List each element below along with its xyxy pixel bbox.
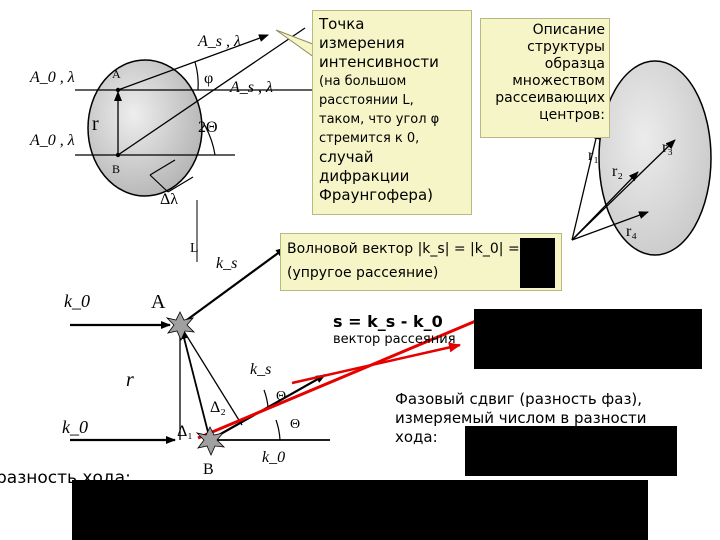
label-point-a-bottom: A xyxy=(151,291,166,313)
theta-arc-1 xyxy=(263,389,269,408)
phase-shift-line-1: Фазовый сдвиг (разность фаз), xyxy=(395,390,643,408)
phase-shift-line-2: измеряемый числом в разности xyxy=(395,409,647,427)
measurement-line-9: дифракции xyxy=(319,167,410,185)
scattering-vector-caption: вектор рассеяния xyxy=(333,332,456,347)
label-delta-lambda: Δλ xyxy=(160,191,178,208)
measurement-line-1: Точка xyxy=(319,15,365,33)
point-a-dot xyxy=(115,87,121,93)
label-a0-lambda-bottom: A_0 , λ xyxy=(29,132,75,149)
delta-lambda-top-1 xyxy=(149,159,176,176)
hidden-path-difference-formula xyxy=(72,480,648,540)
wave-vector-line-1: Волновой вектор |k_s| = |k_0| = xyxy=(287,241,520,257)
measurement-line-6: таком, что угол φ xyxy=(319,112,440,127)
phi-arc xyxy=(194,61,199,91)
sample-ellipse-right xyxy=(598,60,712,256)
measurement-line-3: интенсивности xyxy=(319,53,439,71)
r4-vector xyxy=(571,211,649,241)
s-vector-arrow-red xyxy=(197,313,491,440)
structure-line-3: образца xyxy=(544,56,605,72)
scattering-vector-formula: s = k_s - k_0 xyxy=(333,312,443,331)
label-two-theta: 2Θ xyxy=(198,119,218,136)
label-k0-bottom: k_0 xyxy=(262,449,285,466)
phase-shift-text: Фазовый сдвиг (разность фаз), измеряемый… xyxy=(395,390,705,447)
label-ks-top: k_s xyxy=(216,255,237,272)
ks-vector-upper xyxy=(179,247,286,326)
point-b-dot xyxy=(115,152,121,158)
wave-vector-line-2: (упругое рассеяние) xyxy=(287,265,439,281)
scattering-center-b xyxy=(195,426,226,456)
r-vector-bottom xyxy=(180,329,211,441)
scattering-center-a xyxy=(165,311,196,341)
label-phi: φ xyxy=(204,70,213,87)
measurement-line-4: (на большом xyxy=(319,74,407,89)
label-r-top: r xyxy=(92,113,99,135)
scattered-beam-top-a xyxy=(117,34,269,91)
structure-line-2: структуры xyxy=(527,39,605,55)
label-point-b-top: B xyxy=(112,162,120,176)
measurement-line-8: случай xyxy=(319,148,374,166)
r1-vector xyxy=(571,129,600,241)
label-r4: r₄ xyxy=(626,223,637,240)
structure-line-1: Описание xyxy=(532,22,605,38)
delta-lambda-top-2 xyxy=(149,174,169,193)
perp-delta-2 xyxy=(179,324,243,426)
label-theta-2: Θ xyxy=(290,417,300,432)
measurement-line-7: стремится к 0, xyxy=(319,131,420,146)
label-ks-bottom: k_s xyxy=(250,361,271,378)
r3-vector xyxy=(571,139,676,241)
theta-arc-2 xyxy=(275,419,281,441)
label-k0-middle: k_0 xyxy=(64,291,90,311)
label-big-l: L xyxy=(190,241,199,256)
measurement-line-10: Фраунгофера) xyxy=(319,186,433,204)
delta-lambda-top-3 xyxy=(167,176,194,193)
label-a0-lambda-top: A_0 , λ xyxy=(29,69,75,86)
measurement-line-2: измерения xyxy=(319,34,405,52)
label-k0-bottom-left: k_0 xyxy=(62,417,88,437)
structure-description-box: Описание структуры образца множеством ра… xyxy=(480,18,610,138)
label-r2: r₂ xyxy=(612,163,623,180)
structure-line-5: рассеивающих xyxy=(495,90,605,106)
measurement-point-box: Точка измерения интенсивности (на большо… xyxy=(312,10,472,215)
label-r1: r₁ xyxy=(588,147,599,164)
hidden-wave-vector-value xyxy=(520,238,555,288)
label-as-lambda-middle: A_s , λ xyxy=(229,79,273,96)
label-theta-1: Θ xyxy=(276,389,286,404)
label-r-bottom: r xyxy=(126,369,134,391)
hidden-scattering-vector-expression xyxy=(474,309,702,369)
hidden-phase-shift-formula xyxy=(465,426,677,476)
wave-vector-box: Волновой вектор |k_s| = |k_0| = (упругое… xyxy=(280,233,562,291)
structure-line-4: множеством xyxy=(512,73,605,89)
two-theta-arc xyxy=(203,123,216,156)
measurement-line-5: расстоянии L, xyxy=(319,93,414,108)
label-delta-1: Δ₁ xyxy=(177,423,193,440)
label-delta-2: Δ₂ xyxy=(210,399,226,416)
label-point-a-top: A xyxy=(112,67,121,81)
label-point-b-bottom: B xyxy=(203,461,214,478)
s-vector-arrow-red-2 xyxy=(291,342,461,385)
label-as-lambda-top: A_s , λ xyxy=(197,33,241,50)
phase-shift-line-3: хода: xyxy=(395,428,438,446)
structure-line-6: центров: xyxy=(539,107,605,123)
scattered-beam-top-b xyxy=(117,27,306,156)
label-r3: r₃ xyxy=(662,139,673,156)
